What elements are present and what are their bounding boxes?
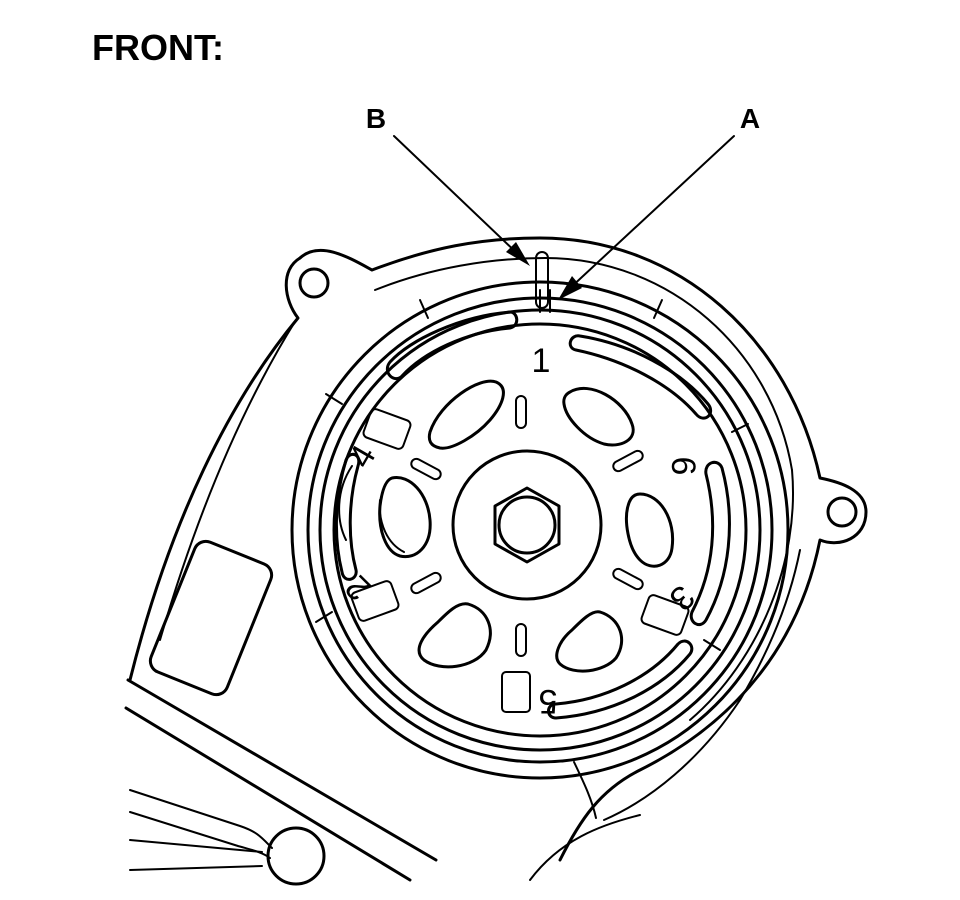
- spoke-window: [417, 602, 492, 669]
- pulley-number-6: 6: [664, 457, 702, 476]
- callout-label-a: A: [740, 103, 760, 134]
- cover-boss: [148, 539, 274, 697]
- mounting-hole: [826, 496, 858, 528]
- index-slot: [612, 449, 644, 473]
- pulley-slot: [568, 334, 713, 420]
- pulley-number-3: 3: [662, 578, 702, 618]
- tensioner-bolt-head: [266, 826, 326, 886]
- page-title: FRONT:: [92, 27, 224, 68]
- callout-label-b: B: [366, 103, 386, 134]
- spoke-window: [378, 476, 432, 559]
- balance-pad: [640, 594, 690, 636]
- pulley-slot: [385, 310, 519, 381]
- pulley-slot: [334, 452, 361, 581]
- pulley-slot: [689, 460, 731, 626]
- mounting-hole: [298, 267, 330, 299]
- belt-cover-housing: [124, 236, 868, 886]
- balance-pad: [362, 408, 412, 450]
- pulley-slot: [547, 639, 694, 720]
- index-slot: [410, 571, 442, 595]
- callout-b: B: [366, 103, 530, 266]
- pulley-numbers: 1 6 3 5 2 4: [338, 342, 702, 720]
- balance-pad: [350, 580, 400, 622]
- pulley-hub: [451, 449, 603, 601]
- leader-line-a: [567, 135, 735, 291]
- leader-line-b: [393, 135, 523, 259]
- balance-pad: [501, 671, 531, 713]
- pulley-bolt-hex: [493, 486, 561, 564]
- spoke-window: [562, 386, 635, 447]
- index-slot: [515, 623, 527, 657]
- index-slot: [410, 457, 442, 481]
- spoke-window: [625, 492, 675, 568]
- callout-a: A: [558, 103, 760, 300]
- pulley-number-4: 4: [341, 439, 383, 474]
- spoke-window: [555, 610, 624, 673]
- pulley-number-1: 1: [532, 342, 551, 380]
- index-slot: [515, 395, 527, 429]
- pulley-number-2: 2: [338, 568, 378, 608]
- pulley-number-5: 5: [539, 682, 558, 720]
- camshaft-pulley: [290, 251, 790, 780]
- spoke-window: [427, 379, 505, 450]
- arrowhead-a: [558, 276, 582, 300]
- arrowhead-b: [506, 242, 530, 266]
- pointer-notch-b: [535, 251, 549, 309]
- index-slot: [612, 567, 644, 591]
